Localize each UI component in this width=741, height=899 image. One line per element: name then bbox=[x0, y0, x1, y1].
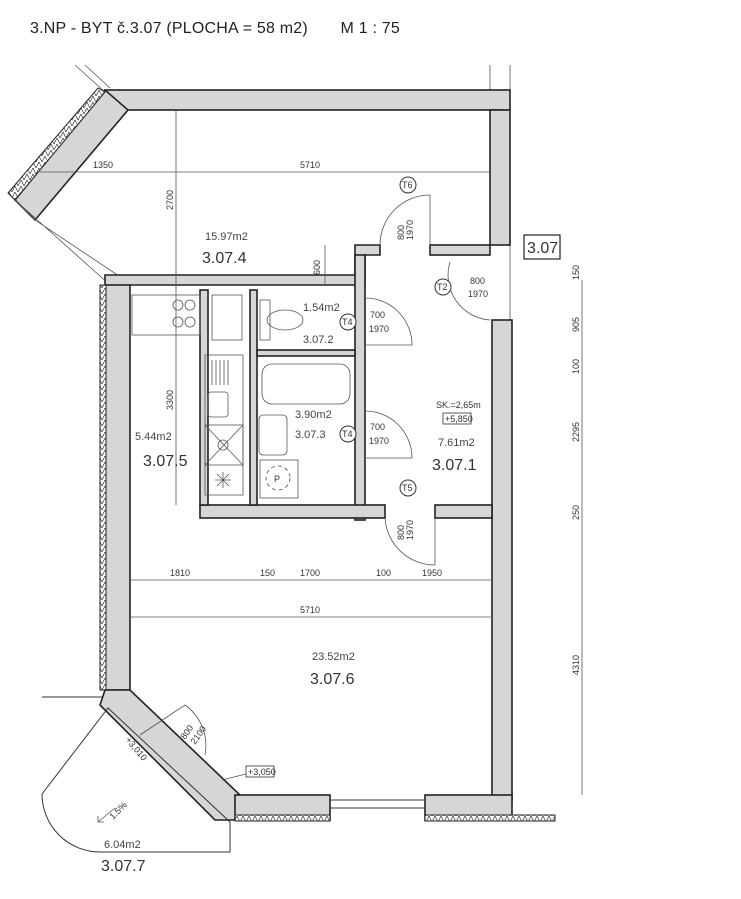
room-area-3-07-2: 1.54m2 bbox=[303, 302, 340, 314]
door-tag-t4-bath: T4 700 1970 bbox=[339, 422, 389, 446]
apartment-tag-box bbox=[523, 234, 561, 260]
dim-kitchen-depth: 3300 bbox=[165, 390, 175, 410]
room-id-3-07-7: 3.07.7 bbox=[101, 858, 146, 875]
scale-text: M 1 : 75 bbox=[340, 20, 400, 37]
svg-text:800: 800 bbox=[396, 525, 406, 540]
boiler-label: P bbox=[274, 474, 280, 484]
room-area-3-07-5: 5.44m2 bbox=[135, 431, 172, 443]
door-tag-t6: T6 800 1970 bbox=[396, 176, 417, 240]
room-area-3-07-3: 3.90m2 bbox=[295, 409, 332, 421]
apartment-tag: 3.07 bbox=[527, 240, 558, 257]
door-tag-t4-wc: T4 700 1970 bbox=[339, 310, 389, 334]
hall-level: +5,850 bbox=[445, 414, 473, 424]
room-level-leader bbox=[221, 773, 247, 781]
dim-mid-3: 100 bbox=[376, 568, 391, 578]
dim-mid-2: 1700 bbox=[300, 568, 320, 578]
dim-top-left: 1350 bbox=[93, 160, 113, 170]
room-area-3-07-6: 23.52m2 bbox=[312, 651, 355, 663]
dim-right-0: 150 bbox=[571, 265, 581, 280]
room-id-3-07-2: 3.07.2 bbox=[303, 334, 334, 346]
dim-right-5: 4310 bbox=[571, 655, 581, 675]
door-tag-t2: T2 800 1970 bbox=[434, 276, 488, 299]
room-area-3-07-4: 15.97m2 bbox=[205, 231, 248, 243]
svg-text:700: 700 bbox=[370, 422, 385, 432]
room-id-3-07-5: 3.07.5 bbox=[143, 453, 188, 470]
dim-mid-0: 1810 bbox=[170, 568, 190, 578]
door-swings bbox=[139, 194, 491, 756]
title-text: 3.NP - BYT č.3.07 (PLOCHA = 58 m2) bbox=[30, 20, 308, 37]
svg-text:T4: T4 bbox=[342, 317, 353, 327]
svg-text:T6: T6 bbox=[402, 180, 413, 190]
level-box bbox=[442, 412, 472, 425]
room-id-3-07-6: 3.07.6 bbox=[310, 671, 355, 688]
room-id-3-07-1: 3.07.1 bbox=[432, 457, 477, 474]
svg-text:800: 800 bbox=[396, 225, 406, 240]
room-level-box bbox=[245, 765, 275, 778]
dim-top-width: 5710 bbox=[300, 160, 320, 170]
room-id-3-07-3: 3.07.3 bbox=[295, 429, 326, 441]
room-area-3-07-1: 7.61m2 bbox=[438, 437, 475, 449]
walls bbox=[7, 87, 556, 822]
dim-top-depth: 2700 bbox=[165, 190, 175, 210]
slope-arrow-icon bbox=[97, 807, 116, 823]
dim-mid-1: 150 bbox=[260, 568, 275, 578]
door-tag-t5: T5 800 1970 bbox=[396, 479, 417, 540]
svg-text:T5: T5 bbox=[402, 483, 413, 493]
fixtures: P bbox=[131, 294, 351, 499]
svg-text:1970: 1970 bbox=[369, 436, 389, 446]
svg-text:700: 700 bbox=[370, 310, 385, 320]
room-id-3-07-4: 3.07.4 bbox=[202, 250, 247, 267]
svg-text:1970: 1970 bbox=[405, 520, 415, 540]
dimension-lines bbox=[40, 110, 583, 795]
dim-mid-4: 1950 bbox=[422, 568, 442, 578]
svg-text:1970: 1970 bbox=[405, 220, 415, 240]
svg-text:T2: T2 bbox=[437, 282, 448, 292]
balcony-outline bbox=[41, 696, 231, 853]
dim-right-4: 250 bbox=[571, 505, 581, 520]
drawing-title: 3.NP - BYT č.3.07 (PLOCHA = 58 m2) M 1 :… bbox=[30, 20, 428, 38]
dim-living-width: 5710 bbox=[300, 605, 320, 615]
dim-right-3: 2295 bbox=[571, 422, 581, 442]
svg-text:1970: 1970 bbox=[369, 324, 389, 334]
room-level: +3,050 bbox=[248, 767, 276, 777]
ceiling-height: SK.=2,65m bbox=[436, 400, 481, 410]
balcony-slope: 1.5% bbox=[107, 800, 129, 822]
dim-step: 600 bbox=[312, 260, 322, 275]
svg-text:T4: T4 bbox=[342, 429, 353, 439]
dim-right-2: 100 bbox=[571, 359, 581, 374]
svg-text:1970: 1970 bbox=[468, 289, 488, 299]
room-area-3-07-7: 6.04m2 bbox=[104, 839, 141, 851]
dim-right-1: 905 bbox=[571, 317, 581, 332]
svg-text:800: 800 bbox=[470, 276, 485, 286]
